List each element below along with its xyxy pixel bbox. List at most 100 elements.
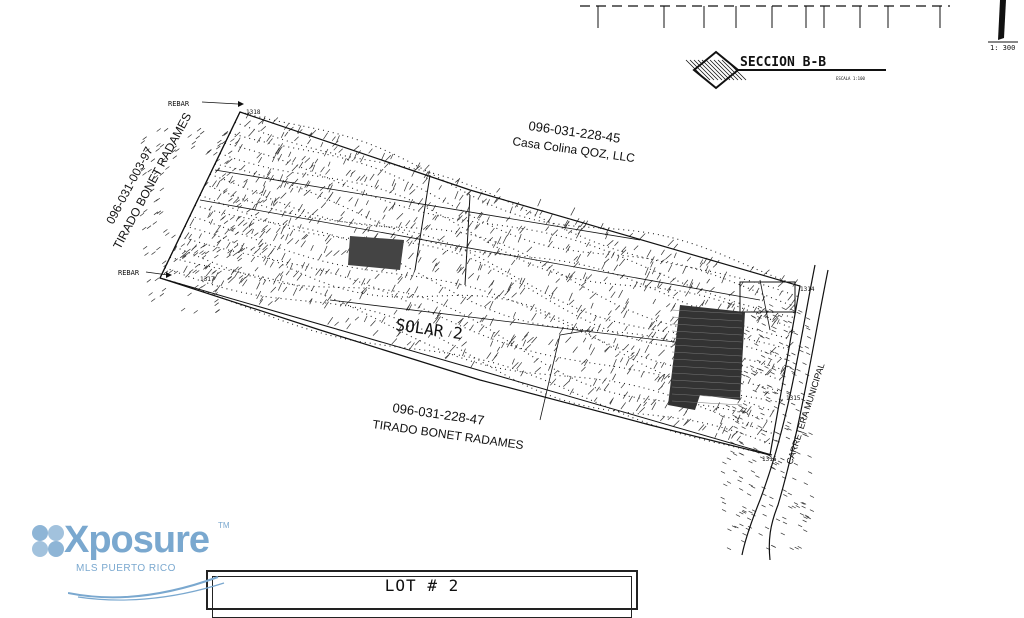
hatch-line: [717, 59, 739, 81]
slope-tick: [327, 316, 334, 325]
slope-tick: [758, 334, 763, 337]
slope-tick: [345, 317, 350, 323]
slope-tick: [173, 258, 178, 262]
slope-tick: [564, 219, 569, 227]
slope-tick: [640, 371, 645, 378]
slope-tick: [465, 206, 470, 215]
slope-tick: [746, 517, 752, 521]
slope-tick: [761, 504, 766, 508]
slope-tick: [563, 221, 570, 229]
slope-tick: [216, 239, 222, 244]
slope-tick: [362, 226, 369, 234]
slope-tick: [565, 336, 572, 343]
slope-tick: [259, 190, 264, 195]
point-1315: 1315: [786, 395, 801, 402]
slope-tick: [638, 407, 646, 413]
slope-tick: [153, 171, 159, 175]
slope-tick: [142, 172, 147, 176]
slope-tick: [173, 270, 179, 275]
slope-tick: [651, 267, 656, 275]
building-footprint: [348, 236, 745, 410]
slope-tick: [764, 366, 769, 369]
slope-tick: [227, 275, 233, 280]
slope-tick: [146, 279, 152, 283]
slope-tick: [605, 315, 611, 322]
slope-tick: [520, 370, 525, 377]
slope-tick: [408, 199, 414, 208]
slope-tick: [416, 162, 421, 170]
slope-tick: [806, 327, 811, 331]
slope-tick: [281, 252, 286, 261]
slope-tick: [657, 377, 661, 383]
hatch-line: [693, 59, 715, 81]
lot-title-box: LOT # 2: [206, 570, 638, 618]
slope-tick: [484, 300, 491, 308]
slope-tick: [183, 251, 190, 258]
slope-tick: [458, 266, 462, 273]
slope-tick: [791, 402, 796, 406]
slope-tick: [754, 343, 759, 346]
slope-tick: [285, 159, 292, 166]
slope-tick: [749, 422, 753, 427]
hatch-line: [685, 59, 707, 81]
slope-tick: [205, 268, 213, 277]
slope-tick: [314, 158, 319, 164]
slope-tick: [796, 311, 801, 315]
slope-tick: [194, 284, 199, 289]
slope-tick: [646, 279, 653, 287]
slope-tick: [644, 267, 649, 276]
slope-tick: [205, 263, 211, 270]
slope-tick: [487, 269, 492, 275]
slope-tick: [236, 254, 243, 260]
slope-tick: [301, 208, 305, 215]
slope-tick: [474, 224, 478, 230]
slope-tick: [759, 308, 765, 314]
slope-tick: [279, 275, 283, 281]
slope-tick: [479, 264, 483, 271]
slope-tick: [548, 270, 552, 276]
slope-tick: [203, 265, 208, 270]
slope-tick: [706, 260, 711, 266]
slope-tick: [303, 234, 309, 240]
slope-tick: [443, 299, 449, 307]
slope-tick: [722, 461, 727, 465]
slope-tick: [506, 341, 511, 348]
slope-tick: [288, 151, 292, 158]
slope-tick: [282, 219, 288, 225]
slope-tick: [200, 244, 205, 249]
slope-tick: [776, 319, 780, 325]
slope-tick: [216, 180, 221, 188]
slope-tick: [728, 290, 735, 297]
slope-tick: [497, 236, 502, 245]
slope-tick: [612, 373, 617, 381]
slope-tick: [435, 261, 440, 267]
parcel-west-owner: TIRADO BONET RADAMES: [110, 110, 194, 251]
slope-tick: [326, 238, 332, 245]
slope-tick: [426, 202, 431, 207]
slope-tick: [797, 524, 803, 528]
slope-tick: [656, 272, 662, 280]
slope-tick: [408, 293, 414, 299]
slope-tick: [734, 525, 739, 529]
slope-tick: [433, 317, 439, 324]
slope-tick: [245, 273, 250, 279]
slope-tick: [799, 512, 805, 516]
lot-label: SOLAR 2: [394, 315, 463, 343]
slope-tick: [204, 264, 210, 269]
slope-tick: [272, 197, 277, 206]
slope-tick: [732, 414, 737, 418]
slope-tick: [267, 301, 273, 306]
slope-tick: [593, 315, 597, 322]
slope-tick: [746, 406, 752, 413]
slope-tick: [280, 132, 285, 138]
slope-tick: [254, 203, 258, 211]
slope-tick: [742, 403, 748, 406]
slope-tick: [161, 287, 167, 292]
slope-tick: [673, 291, 679, 297]
slope-tick: [585, 241, 590, 247]
slope-tick: [238, 247, 244, 254]
slope-tick: [548, 364, 552, 371]
slope-tick: [308, 164, 314, 170]
slope-tick: [459, 194, 464, 201]
slope-tick: [214, 302, 219, 306]
